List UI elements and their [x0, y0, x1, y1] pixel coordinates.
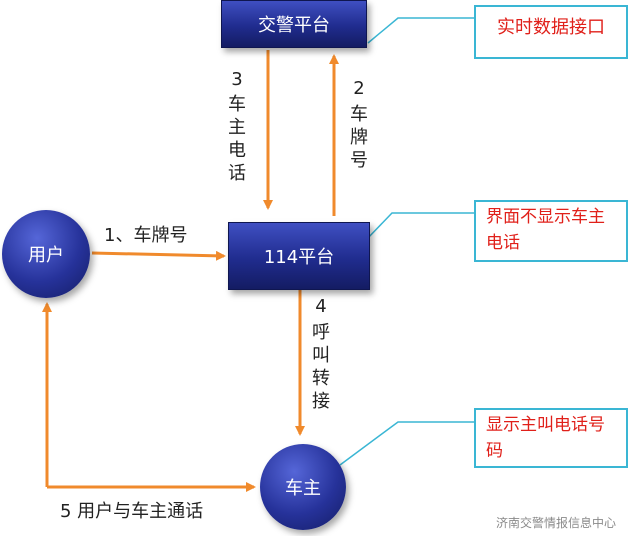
callout-hide-phone: 界面不显示车主电话 [474, 200, 628, 262]
step3-number: 3 [231, 69, 243, 90]
connector-realtime [367, 17, 474, 44]
step4-number: 4 [315, 296, 327, 317]
user-node: 用户 [2, 210, 90, 298]
callout-show-caller: 显示主叫电话号码 [474, 408, 628, 468]
traffic-platform-box: 交警平台 [221, 0, 367, 48]
arrow-step1 [91, 250, 226, 261]
step5-label: 5 用户与车主通话 [60, 501, 204, 522]
car-owner-node: 车主 [260, 444, 346, 530]
step4-label: 呼叫转接 [312, 322, 330, 412]
connector-show-caller [339, 421, 474, 466]
callout-realtime-interface: 实时数据接口 [474, 5, 628, 59]
step1-label: 1、车牌号 [104, 225, 188, 246]
step2-label: 车牌号 [350, 104, 368, 171]
platform-114-box: 114平台 [228, 222, 370, 290]
step2-number: 2 [353, 78, 365, 99]
watermark: 济南交警情报信息中心 [496, 516, 617, 530]
step3-label: 车主电话 [228, 94, 246, 184]
connector-hide-phone [365, 212, 474, 241]
